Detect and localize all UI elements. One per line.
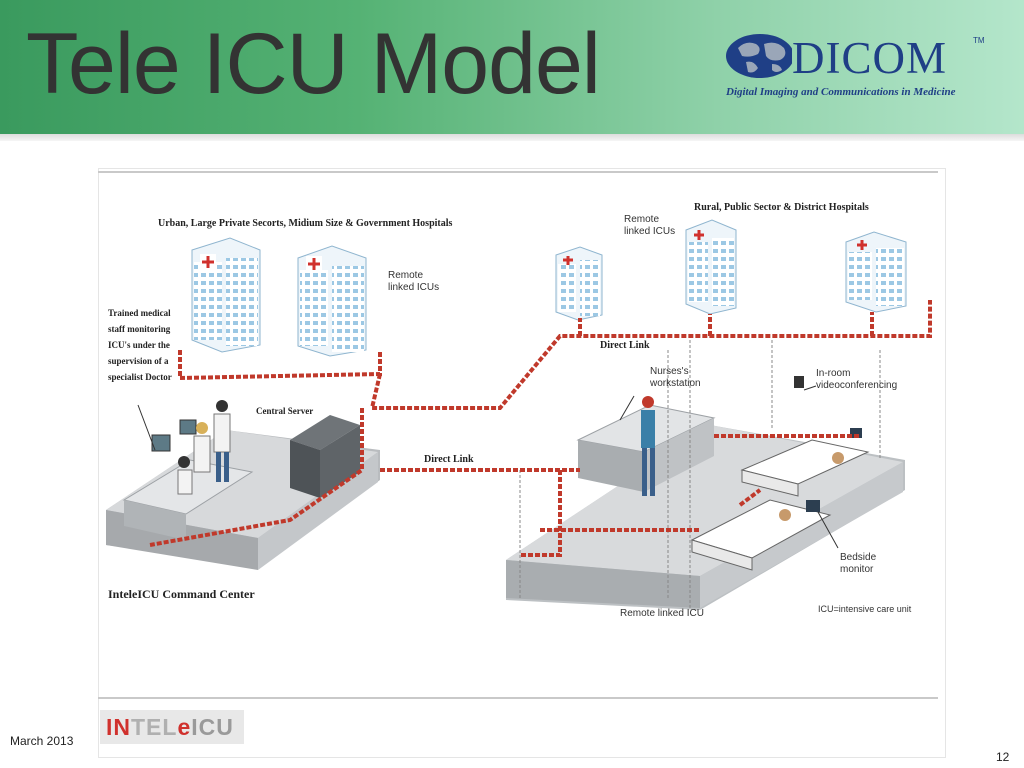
dicom-tagline: Digital Imaging and Communications in Me… [726,86,956,98]
footer-date: March 2013 [10,734,74,748]
label-rural-hospitals: Rural, Public Sector & District Hospital… [694,202,869,213]
command-center-platform [106,400,380,570]
banner-divider [0,134,1024,141]
remote-icu-platform [506,340,905,610]
label-central-server: Central Server [256,406,314,416]
label-trained-staff: Trained medical staff monitoring ICU's u… [108,308,172,382]
direct-link-network [149,300,932,557]
brand-part-in: IN [106,714,131,740]
label-bedside-monitor: Bedside monitor [840,552,877,575]
diagram-bottom-rule [98,697,938,699]
label-direct-link-middle: Direct Link [424,454,474,465]
trademark: TM [973,36,985,45]
brand-part-icu: ICU [191,714,234,740]
label-remote-linked-icus-left: Remote linked ICUs [388,270,440,293]
brand-part-tel: TEL [131,714,178,740]
label-command-center: InteleICU Command Center [108,587,255,601]
label-icu-definition: ICU=intensive care unit [818,604,912,614]
slide-title: Tele ICU Model [26,16,601,112]
label-urban-hospitals: Urban, Large Private Secorts, Midium Siz… [158,218,453,229]
callout-lines [137,385,839,549]
label-direct-link-top: Direct Link [600,340,650,351]
dicom-logo: DICOM TM Digital Imaging and Communicati… [722,30,992,104]
hospital-buildings-rural [555,219,907,321]
label-inroom-videoconferencing: In-room videoconferencing [816,368,898,391]
label-nurses-workstation: Nurses's workstation [650,366,701,389]
title-banner [0,0,1024,134]
label-remote-linked-icus-right: Remote linked ICUs [624,214,676,237]
inteleicu-logo: INTELeICU [100,710,244,744]
brand-part-e: e [177,714,192,740]
diagram-top-rule [98,171,938,173]
label-remote-linked-icu: Remote linked ICU [620,608,704,619]
hospital-buildings-urban [191,237,367,357]
dicom-wordmark: DICOM [792,33,948,83]
globe-icon [726,34,792,78]
page-number: 12 [996,750,1010,764]
